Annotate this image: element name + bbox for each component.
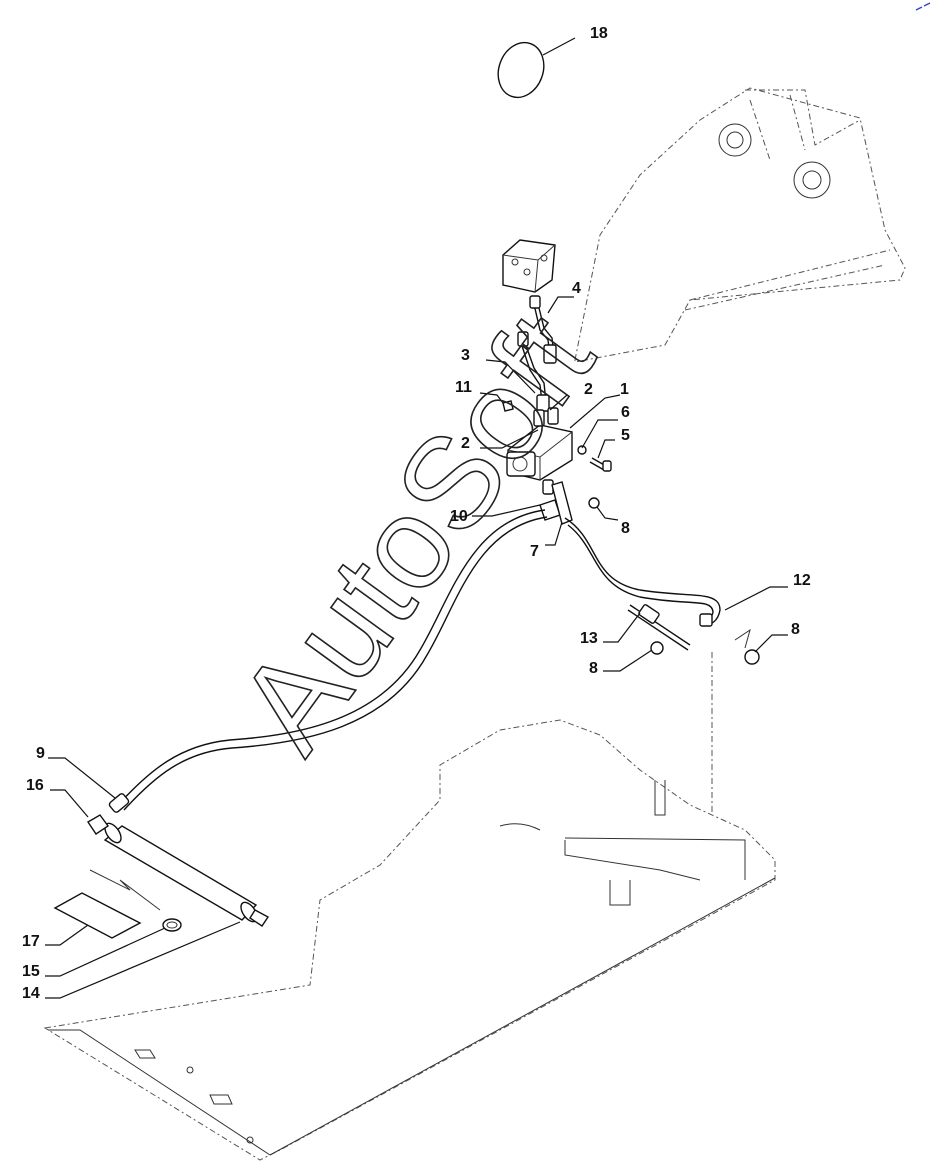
part-11-nut — [502, 400, 514, 412]
leader-lines — [45, 37, 788, 999]
corner-mark — [915, 2, 931, 11]
callout-labels: 18 4 3 11 2 1 2 6 5 10 8 7 12 13 8 8 9 1… — [22, 25, 811, 1002]
callout-11: 11 — [455, 379, 472, 396]
callout-5: 5 — [621, 427, 630, 444]
part-1-valve — [506, 407, 573, 495]
part-7-fitting — [551, 481, 573, 525]
callout-16: 16 — [26, 777, 44, 794]
manifold-block — [502, 239, 556, 293]
part-5-bolt — [589, 457, 612, 472]
callout-12: 12 — [793, 572, 811, 589]
part-13-bolt — [627, 604, 691, 651]
callout-6: 6 — [621, 404, 630, 421]
part-8-clip-right — [734, 628, 760, 665]
callout-2-lower: 2 — [461, 435, 470, 452]
callout-7: 7 — [530, 543, 539, 560]
part-18-disc — [497, 41, 545, 99]
pipe-4 — [529, 295, 557, 364]
callout-1: 1 — [620, 381, 629, 398]
callout-4: 4 — [572, 280, 581, 297]
callout-3: 3 — [461, 347, 470, 364]
callout-14: 14 — [22, 985, 40, 1002]
callout-2-upper: 2 — [584, 381, 593, 398]
callout-10: 10 — [450, 508, 468, 525]
part-12-hose — [564, 517, 721, 627]
callout-8-right: 8 — [791, 621, 800, 638]
part-14-cylinder — [103, 822, 270, 927]
part-9-hose — [108, 509, 548, 813]
callout-13: 13 — [580, 630, 598, 647]
upper-frame-outline — [574, 87, 906, 363]
part-17-label-plate — [53, 869, 161, 939]
callout-8-upper: 8 — [621, 520, 630, 537]
pipe-3 — [517, 331, 550, 412]
part-15-clamp — [162, 918, 182, 932]
part-16-elbow — [87, 814, 109, 835]
callout-8-middle: 8 — [589, 660, 598, 677]
callout-15: 15 — [22, 963, 40, 980]
callout-17: 17 — [22, 933, 40, 950]
part-8-clip-middle — [650, 641, 664, 655]
callout-18: 18 — [590, 25, 608, 42]
part-8-clip-upper — [588, 497, 600, 509]
part-6-washer — [577, 445, 587, 455]
callout-9: 9 — [36, 745, 45, 762]
lower-frame-outline — [43, 652, 776, 1161]
